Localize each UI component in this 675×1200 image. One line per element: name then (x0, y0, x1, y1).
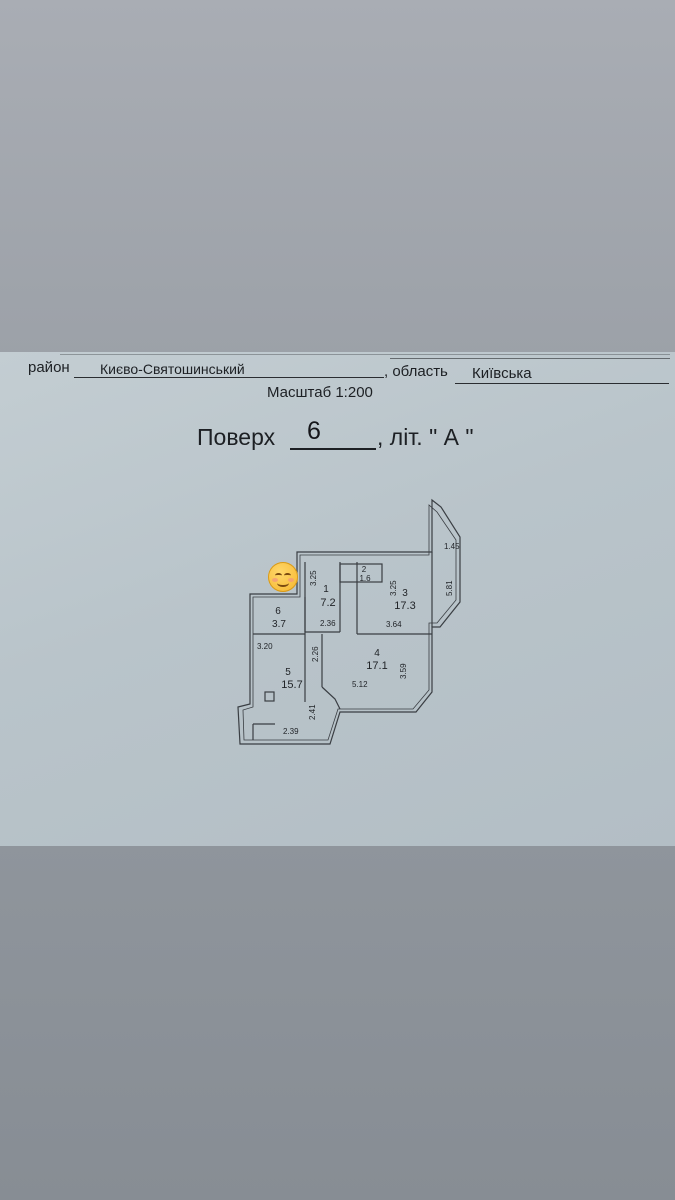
smiling-face-emoji-icon (268, 562, 298, 592)
room-2-id: 2 (362, 565, 367, 574)
district-label: район (28, 359, 70, 376)
district-value: Києво-Святошинський (100, 361, 245, 377)
room-5-id: 5 (285, 667, 291, 678)
room-6-id: 6 (275, 606, 281, 617)
room-4-area: 17.1 (366, 660, 387, 672)
outer-wall (237, 498, 461, 745)
floor-label: Поверх (197, 424, 276, 450)
room-3-area: 17.3 (394, 600, 415, 612)
dim-r4-height: 3.59 (399, 663, 408, 679)
dim-r5-hall: 2.26 (311, 646, 320, 662)
floor-number: 6 (307, 417, 321, 445)
room-2-area: 1.6 (359, 574, 371, 583)
dim-right-wall: 5.81 (445, 580, 454, 596)
header-rule (390, 358, 670, 359)
dim-r3-width: 3.64 (386, 620, 402, 629)
region-label: , область (384, 363, 448, 380)
room-5-area: 15.7 (281, 679, 302, 691)
room-1-id: 1 (323, 584, 329, 595)
dim-r1-height: 3.25 (309, 570, 318, 586)
room-6-area: 3.7 (272, 619, 286, 630)
dim-r5-width-top: 3.20 (257, 642, 273, 651)
room-4-id: 4 (374, 648, 380, 659)
outer-wall-inner (242, 504, 457, 741)
dim-r4-width: 5.12 (352, 680, 368, 689)
room-2-box (339, 563, 383, 583)
floor-plan-document: район Києво-Святошинський , область Київ… (0, 352, 675, 846)
top-rule-faint (60, 354, 670, 355)
floor-underline (290, 448, 376, 450)
floor-suffix: , літ. " А " (377, 424, 474, 450)
wall-r5-hall (321, 686, 341, 710)
scale-text: Масштаб 1:200 (267, 384, 373, 401)
district-underline (74, 377, 384, 378)
dim-r5-width-bottom: 2.39 (283, 727, 299, 736)
room-3-id: 3 (402, 588, 408, 599)
region-value: Київська (472, 365, 532, 382)
door-symbol (264, 691, 275, 702)
dim-r1-width: 2.36 (320, 619, 336, 628)
dim-balcony: 1.45 (444, 542, 460, 551)
dim-r5-side: 2.41 (308, 704, 317, 720)
floor-plan: 1 7.2 2 1.6 3 17.3 4 17.1 5 15.7 6 3.7 1… (237, 498, 461, 745)
room-1-area: 7.2 (320, 597, 335, 609)
dim-r3-height: 3.25 (389, 580, 398, 596)
region-underline (455, 383, 669, 384)
